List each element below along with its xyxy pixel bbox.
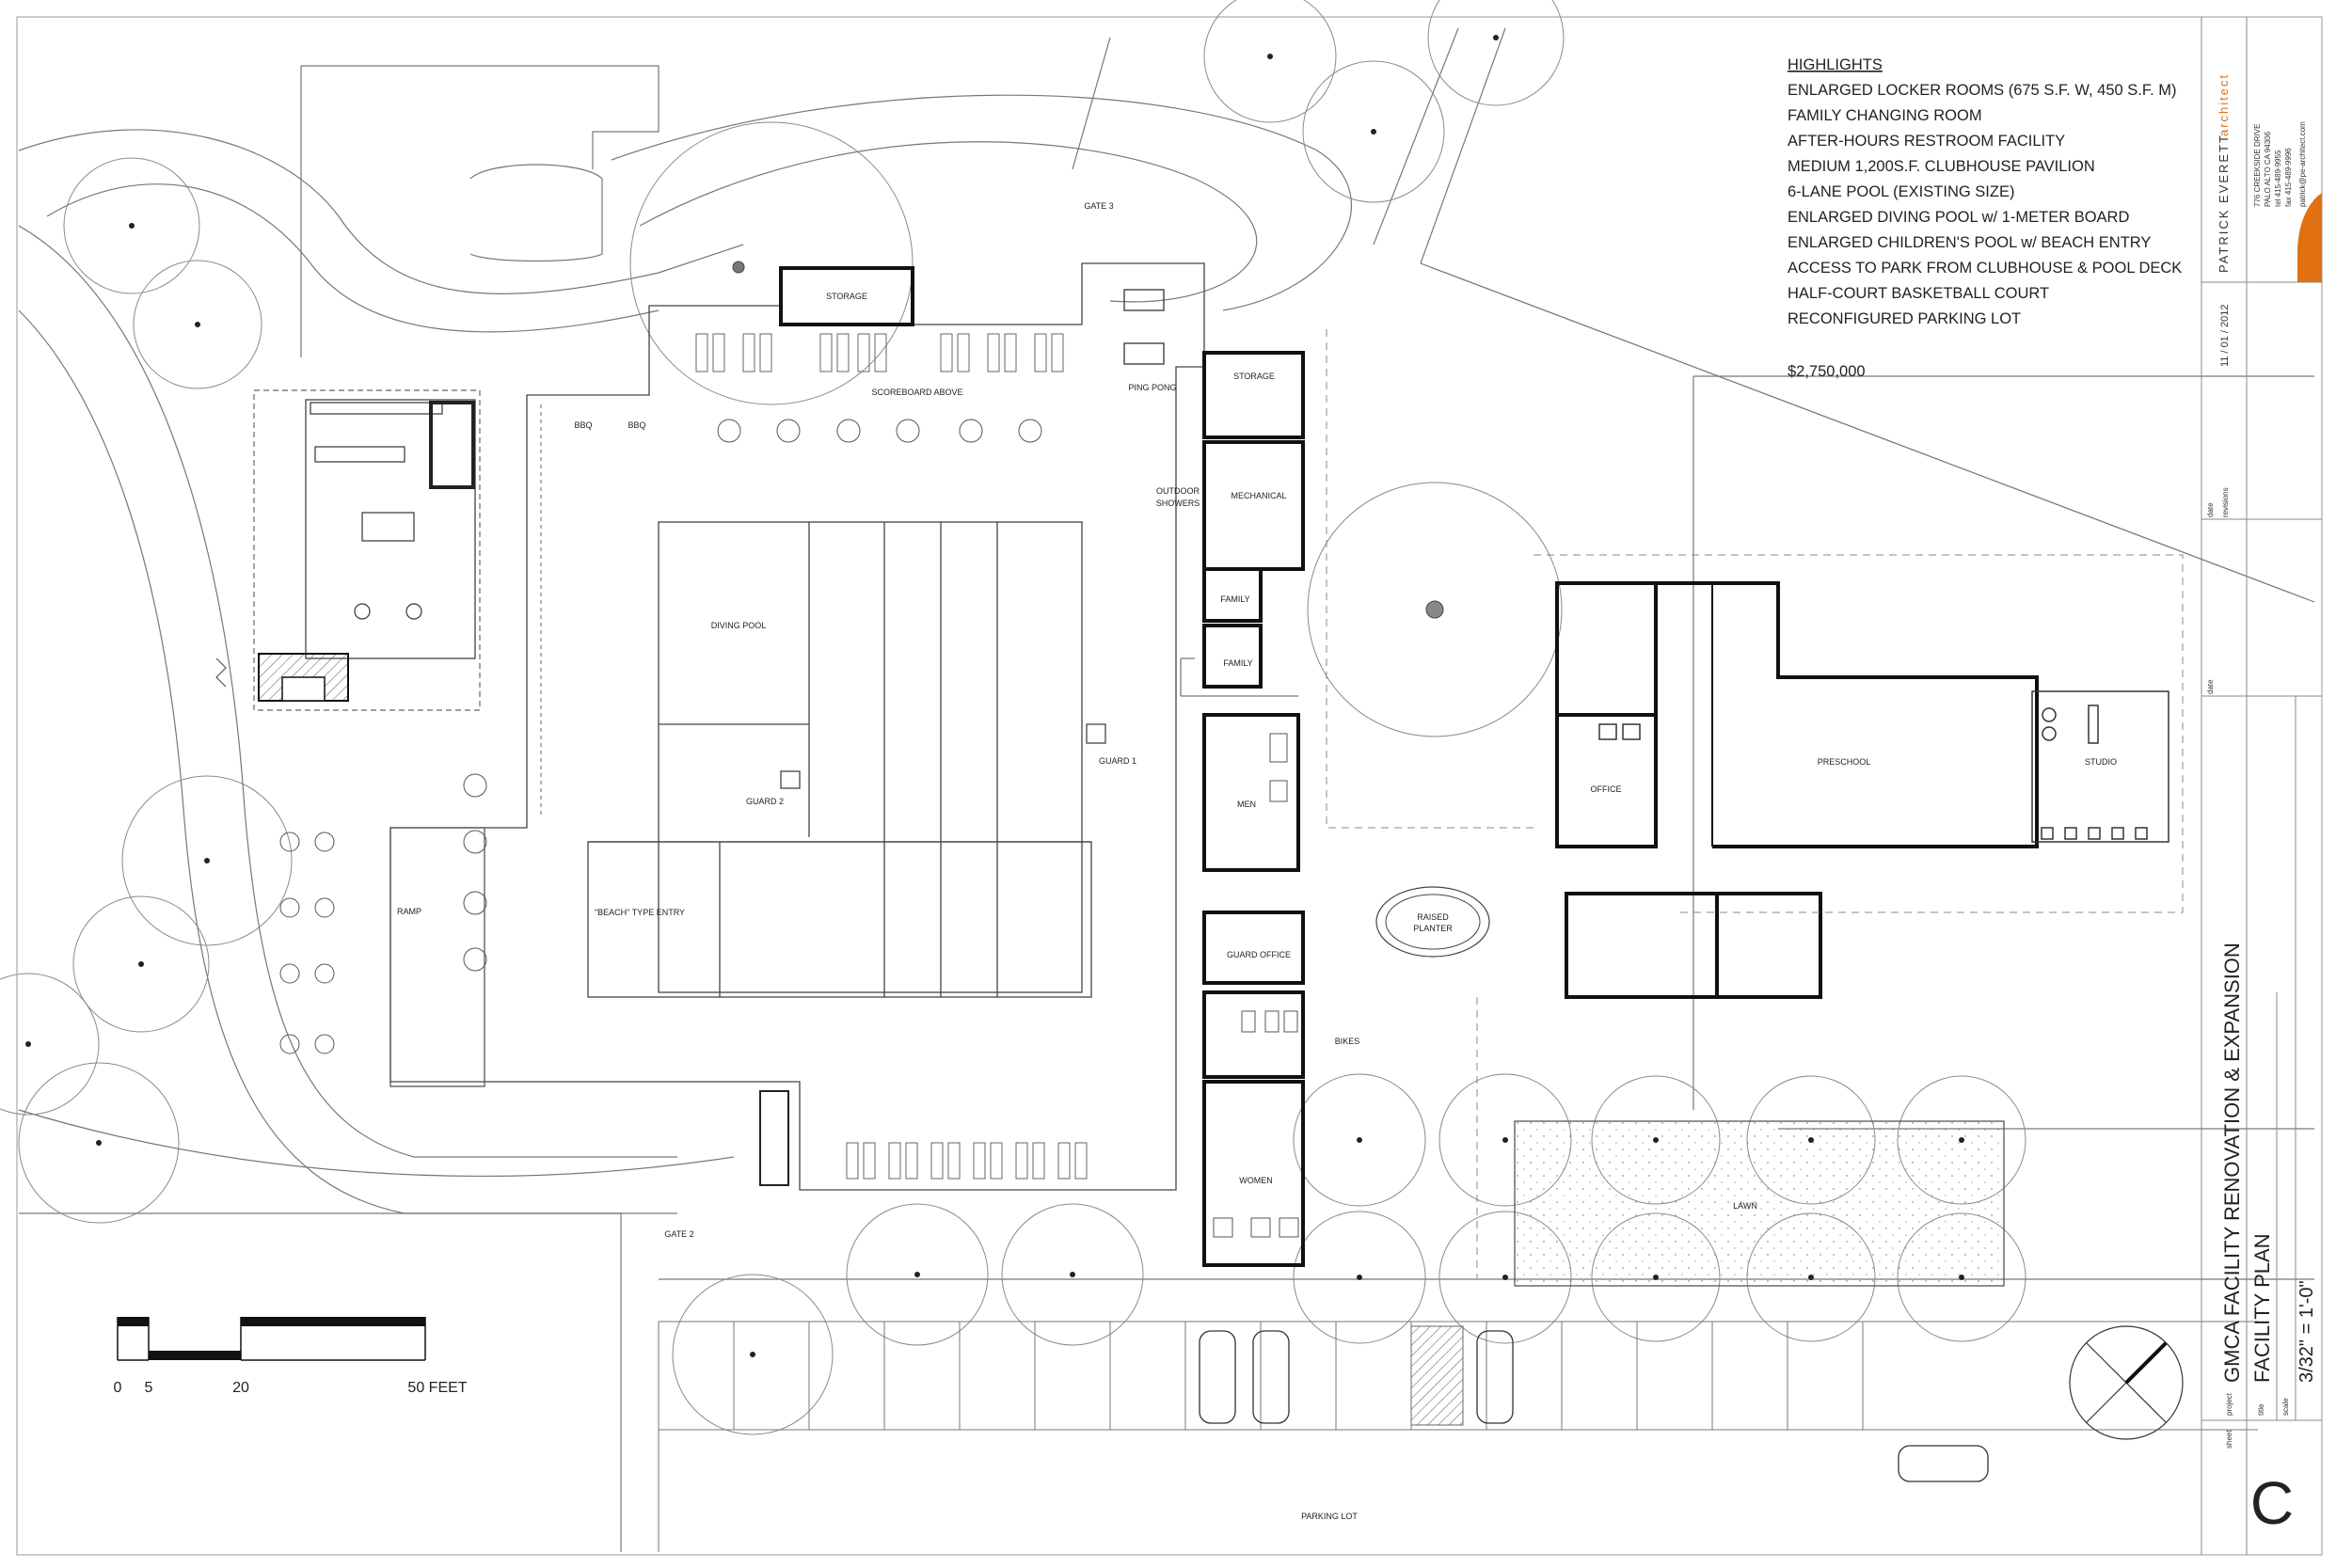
label-men: MEN [1237, 800, 1256, 809]
firm-address-1: 776 CREEKSIDE DRIVE [2253, 124, 2262, 207]
label-beach-entry: "BEACH" TYPE ENTRY [595, 908, 685, 917]
firm-email: patrick@pe-architect.com [2298, 121, 2307, 207]
highlight-item: HALF-COURT BASKETBALL COURT [1788, 285, 2049, 302]
scale-tick-50: 50 FEET [407, 1380, 467, 1396]
label-gate-2: GATE 2 [664, 1229, 693, 1239]
plan-labels: STORAGE GATE 3 PING PONG STORAGE SCOREBO… [397, 201, 2117, 1521]
drawing-border [16, 16, 2323, 1556]
label-office: OFFICE [1591, 784, 1622, 794]
revisions-caption: revisions [2221, 487, 2230, 517]
highlight-item: ACCESS TO PARK FROM CLUBHOUSE & POOL DEC… [1788, 260, 2182, 277]
brand-accent-shape [2297, 193, 2322, 282]
highlight-item: ENLARGED CHILDREN'S POOL w/ BEACH ENTRY [1788, 234, 2151, 251]
label-outdoor-showers-2: SHOWERS [1156, 499, 1200, 508]
trees [0, 0, 2026, 1435]
title-block: PATRICK EVERETT architect 776 CREEKSIDE … [2201, 17, 2322, 1555]
date-value: 11 / 01 / 2012 [2219, 305, 2231, 367]
highlight-item: RECONFIGURED PARKING LOT [1788, 310, 2021, 327]
label-ramp: RAMP [397, 907, 421, 916]
project-name: GMCA FACILITY RENOVATION & EXPANSION [2220, 942, 2244, 1383]
highlights-cost: $2,750,000 [1788, 363, 1866, 380]
scale-caption: scale [2281, 1398, 2290, 1416]
label-preschool: PRESCHOOL [1818, 757, 1871, 767]
label-guard-1: GUARD 1 [1099, 756, 1136, 766]
label-scoreboard: SCOREBOARD ABOVE [871, 388, 962, 397]
property-lines [1326, 329, 2184, 1279]
site-linework [18, 27, 2315, 1552]
project-caption: project [2225, 1392, 2233, 1416]
bathhouse [1202, 351, 1305, 1267]
parked-cars [1199, 1330, 1989, 1482]
sheet-title: FACILITY PLAN [2250, 1233, 2274, 1383]
date-caption: date [2206, 502, 2215, 517]
label-mechanical: MECHANICAL [1231, 491, 1286, 500]
label-outdoor-showers-1: OUTDOOR [1156, 486, 1200, 496]
scale-tick-5: 5 [145, 1380, 153, 1396]
label-bbq-2: BBQ [628, 420, 645, 430]
label-family-1: FAMILY [1220, 594, 1249, 604]
label-bikes: BIKES [1335, 1037, 1360, 1046]
scale-bar: 0 5 20 50 FEET [114, 1317, 468, 1396]
sheet-caption: sheet [2225, 1430, 2233, 1449]
studio-room [1598, 690, 2169, 843]
label-parking-lot: PARKING LOT [1301, 1512, 1358, 1521]
firm-fax: fax 415-489-9996 [2284, 148, 2293, 207]
label-guard-2: GUARD 2 [746, 797, 784, 806]
scale-tick-20: 20 [232, 1380, 249, 1396]
sheet-letter: C [2250, 1469, 2294, 1537]
date2-caption: date [2206, 679, 2215, 694]
label-women: WOMEN [1239, 1176, 1273, 1185]
title-caption: title [2257, 1403, 2265, 1416]
firm-tel: tel 415-489-9955 [2274, 150, 2282, 207]
label-storage-top: STORAGE [826, 292, 867, 301]
label-storage-right: STORAGE [1233, 372, 1275, 381]
label-raised-planter-2: PLANTER [1413, 924, 1453, 933]
highlights-heading: HIGHLIGHTS [1788, 56, 1883, 73]
highlights-notes: HIGHLIGHTS ENLARGED LOCKER ROOMS (675 S.… [1788, 56, 2182, 380]
label-raised-planter-1: RAISED [1417, 912, 1449, 922]
label-bbq-1: BBQ [574, 420, 592, 430]
label-ping-pong: PING PONG [1128, 383, 1176, 392]
label-guard-office: GUARD OFFICE [1227, 950, 1291, 959]
highlight-item: 6-LANE POOL (EXISTING SIZE) [1788, 183, 2014, 200]
label-family-2: FAMILY [1223, 658, 1252, 668]
label-lawn: LAWN [1733, 1201, 1757, 1211]
highlight-item: MEDIUM 1,200S.F. CLUBHOUSE PAVILION [1788, 158, 2095, 175]
scale-tick-0: 0 [114, 1380, 122, 1396]
bathhouse-fixtures [1180, 657, 1299, 1238]
clubhouse-pavilion [215, 389, 481, 711]
highlight-item: FAMILY CHANGING ROOM [1788, 107, 1982, 124]
label-gate3: GATE 3 [1084, 201, 1113, 211]
label-studio: STUDIO [2085, 757, 2117, 767]
lawn-area [1514, 1120, 2005, 1287]
firm-name: PATRICK EVERETT [2217, 134, 2231, 273]
raised-planter [1375, 886, 1490, 958]
highlight-item: AFTER-HOURS RESTROOM FACILITY [1788, 133, 2065, 150]
north-arrow-icon [2069, 1325, 2184, 1440]
highlight-item: ENLARGED DIVING POOL w/ 1-METER BOARD [1788, 209, 2129, 226]
firm-type: architect [2217, 73, 2231, 136]
highlight-item: ENLARGED LOCKER ROOMS (675 S.F. W, 450 S… [1788, 82, 2177, 99]
drawing-scale: 3/32" = 1'-0" [2296, 1280, 2317, 1383]
label-diving-pool: DIVING POOL [711, 621, 767, 630]
firm-address-2: PALO ALTO CA 94306 [2264, 131, 2272, 207]
parking-lot [658, 1321, 2258, 1552]
pool-deck [279, 262, 1205, 1191]
preschool-building [1555, 581, 2039, 999]
